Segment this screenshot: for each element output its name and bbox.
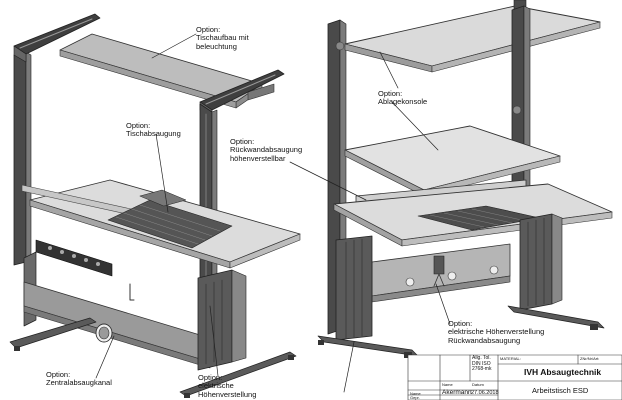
tb-name-value: Akermann (442, 389, 472, 396)
callout-rueckwand: Option: Rückwandabsaugung höhenverstellb… (230, 137, 303, 163)
tb-date-value: 27.06.2018 (471, 390, 499, 396)
callout-line: Rückwandabsaugung (448, 335, 521, 345)
left-workbench (9, 13, 301, 398)
tb-company: IVH Absaugtechnik (524, 367, 602, 377)
callout-line: elektrische Höhenverstellung (448, 327, 545, 337)
tb-material-label: MATERIAL: (500, 356, 521, 361)
tb-din-line: DIN ISO (472, 360, 491, 367)
right-foot-right (507, 305, 605, 329)
left-rear-upright (13, 51, 27, 266)
callout-line: Option: (230, 137, 255, 146)
right-lift-motor (433, 255, 445, 275)
right-workbench (317, 0, 613, 358)
callout-line: Option: (198, 373, 223, 382)
callout-hoehe-rechts: Option: elektrische Höhenverstellung Rüc… (448, 319, 545, 345)
tb-gepr-label: Gepr. (410, 395, 420, 400)
callout-line: Option: (46, 370, 71, 379)
callout-line: elektrische (198, 381, 234, 391)
left-lift-column (197, 269, 233, 371)
callout-line: Option: (448, 319, 473, 328)
left-foot-rear (9, 317, 97, 349)
callout-line: höhenverstellbar (230, 153, 286, 163)
tb-title: Arbeitstisch ESD (532, 386, 589, 395)
tb-tolerance: Allg. Tol. DIN ISO 2768-mk (472, 355, 492, 373)
callout-zentral: Option: Zentralabsaugkanal (46, 370, 112, 388)
callout-line: Tischaufbau mit (196, 33, 249, 43)
callout-line: Tischabsaugung (126, 129, 181, 139)
callout-line: Option: (126, 121, 151, 130)
tb-name-label: Name (442, 382, 453, 387)
tb-name-row-label: Name (410, 391, 421, 396)
leader-lines (95, 33, 451, 393)
callout-line: Option: (196, 25, 221, 34)
callout-line: Rückwandabsaugung (230, 145, 303, 155)
callout-line: Option: (378, 89, 403, 98)
callout-ablage: Option: Ablagekonsole (378, 89, 428, 107)
callout-hoehe-links: Option: elektrische Höhenverstellung (198, 373, 257, 399)
callout-line: Ablagekonsole (378, 97, 428, 107)
callout-line: Höhenverstellung (198, 389, 257, 399)
callout-tischabsaugung: Option: Tischabsaugung (126, 121, 181, 139)
callout-line: Zentralabsaugkanal (46, 378, 112, 388)
callout-line: beleuchtung (196, 41, 237, 51)
left-suction-grid (107, 199, 233, 249)
tb-drawing-no-label: ZNr/Nr/Art: (580, 356, 600, 361)
right-foot-left (317, 335, 419, 357)
tb-date-label: Datum (472, 382, 484, 387)
tb-tol-line: Allg. Tol. (472, 355, 491, 361)
callout-tischaufbau: Option: Tischaufbau mit beleuchtung (196, 25, 249, 51)
tb-din-num: 2768-mk (472, 366, 492, 373)
title-block-frame (407, 354, 622, 400)
